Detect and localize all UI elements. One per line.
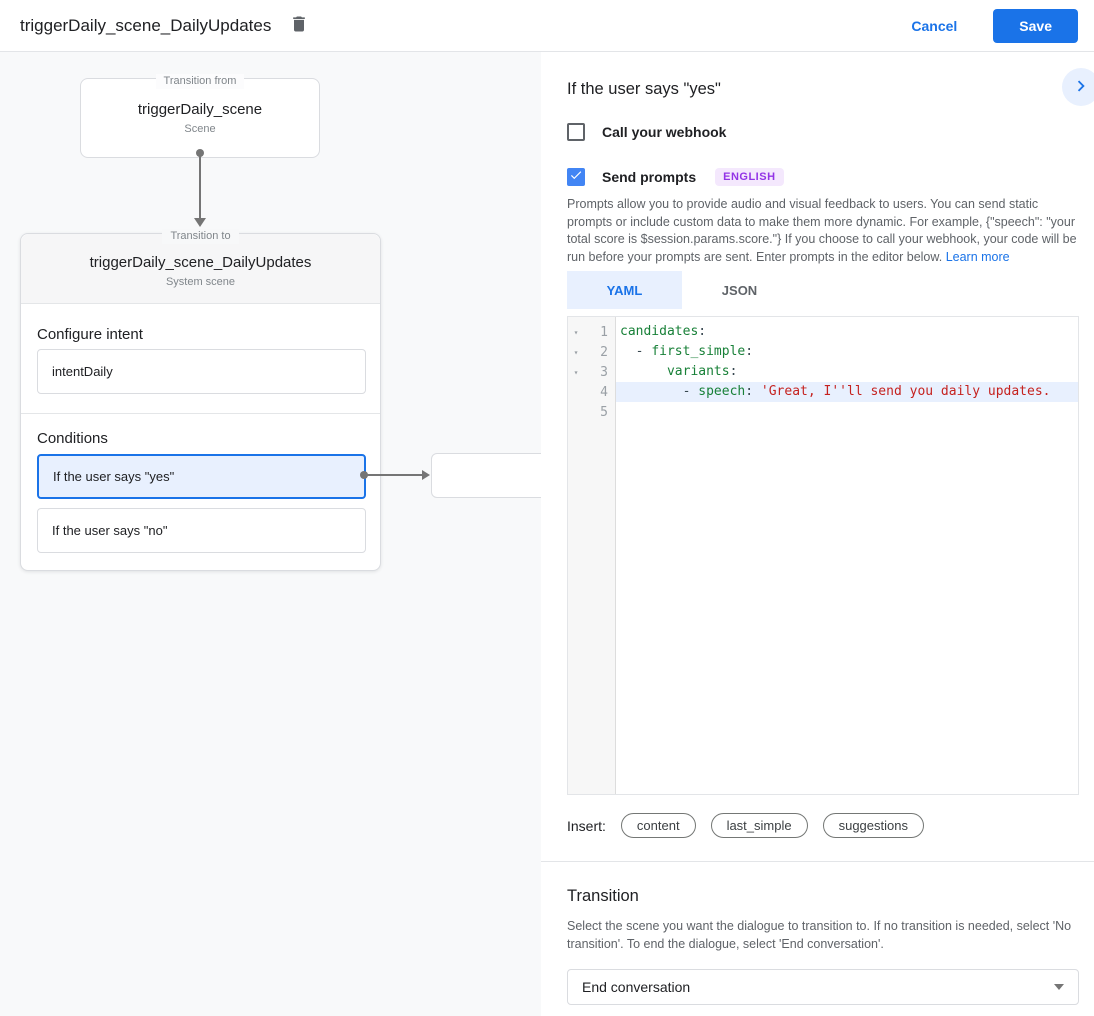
to-node-title: triggerDaily_scene_DailyUpdates	[89, 254, 312, 271]
gutter-row: 5	[568, 402, 615, 422]
code-line[interactable]: candidates:	[616, 322, 1078, 342]
transition-section-title: Transition	[567, 887, 639, 905]
code-lines[interactable]: candidates: - first_simple: variants: - …	[616, 317, 1078, 794]
save-button[interactable]: Save	[993, 8, 1078, 43]
gutter-row: 4	[568, 382, 615, 402]
from-node-subtitle: Scene	[184, 123, 216, 135]
configure-intent-label: Configure intent	[37, 326, 143, 343]
line-number: 3	[600, 364, 608, 380]
line-number: 5	[600, 404, 608, 420]
scene-card-header: triggerDaily_scene_DailyUpdates System s…	[21, 234, 380, 304]
condition-editor-panel: If the user says "yes" Call your webhook…	[541, 52, 1094, 1016]
webhook-label: Call your webhook	[602, 124, 727, 140]
insert-chip-suggestions[interactable]: suggestions	[822, 813, 924, 838]
connector-line-vertical	[199, 156, 201, 218]
code-token-plain: :	[729, 364, 738, 379]
transition-target-node[interactable]	[431, 453, 541, 498]
code-token-plain: -	[620, 344, 652, 359]
code-token-plain	[620, 364, 667, 379]
transition-dropdown[interactable]: End conversation	[567, 969, 1079, 1005]
main-content: Transition from triggerDaily_scene Scene…	[0, 52, 1094, 1016]
code-token-key: speech	[698, 384, 746, 399]
transition-from-node[interactable]: Transition from triggerDaily_scene Scene	[80, 74, 320, 158]
cancel-button[interactable]: Cancel	[903, 10, 965, 42]
line-number: 4	[600, 384, 608, 400]
arrow-down-icon	[194, 218, 206, 227]
checkmark-icon	[569, 168, 583, 187]
line-number: 1	[600, 324, 608, 340]
transition-description: Select the scene you want the dialogue t…	[567, 919, 1072, 951]
fold-arrow-icon[interactable]: ▾	[573, 367, 579, 377]
line-number: 2	[600, 344, 608, 360]
topbar: triggerDaily_scene_DailyUpdates Cancel S…	[0, 0, 1094, 52]
send-prompts-row: Send prompts ENGLISH	[567, 168, 784, 186]
code-token-key: variants	[666, 364, 730, 379]
code-line[interactable]: variants:	[616, 362, 1078, 382]
code-token-plain: :	[745, 344, 754, 359]
condition-item-yes[interactable]: If the user says "yes"	[37, 454, 366, 499]
tab-json[interactable]: JSON	[682, 271, 797, 309]
insert-label: Insert:	[567, 817, 606, 834]
chevron-right-icon	[1070, 75, 1092, 100]
code-token-plain: :	[745, 384, 761, 399]
insert-row: Insert: content last_simple suggestions	[567, 813, 924, 838]
code-token-plain: :	[698, 324, 707, 339]
learn-more-link[interactable]: Learn more	[945, 249, 1010, 264]
to-node-subtitle: System scene	[165, 276, 236, 288]
trash-icon	[289, 14, 309, 37]
gutter-row[interactable]: ▾2	[568, 342, 615, 362]
prompts-description-text: Prompts allow you to provide audio and v…	[567, 197, 1077, 264]
editor-format-tabs: YAML JSON	[567, 271, 797, 309]
insert-chip-content[interactable]: content	[620, 813, 696, 838]
code-token-key: candidates	[620, 324, 699, 339]
gutter-row[interactable]: ▾3	[568, 362, 615, 382]
code-token-string: 'Great, I''ll send you daily updates.	[760, 384, 1051, 399]
condition-title: If the user says "yes"	[567, 80, 721, 98]
connector-dot	[196, 149, 204, 157]
prompts-description: Prompts allow you to provide audio and v…	[567, 196, 1080, 266]
code-token-key: first_simple	[651, 344, 746, 359]
send-prompts-label: Send prompts	[602, 169, 697, 185]
send-prompts-checkbox[interactable]	[567, 168, 585, 186]
page-title: triggerDaily_scene_DailyUpdates	[20, 15, 272, 35]
section-divider	[541, 861, 1094, 862]
language-badge: ENGLISH	[715, 168, 784, 186]
transition-from-legend: Transition from	[81, 71, 319, 89]
transition-to-card: Transition to triggerDaily_scene_DailyUp…	[20, 229, 381, 571]
delete-scene-button[interactable]	[289, 14, 309, 37]
conditions-label: Conditions	[37, 430, 108, 447]
code-line[interactable]	[616, 402, 1078, 422]
intent-item[interactable]: intentDaily	[37, 349, 366, 394]
arrow-right-icon	[422, 470, 430, 480]
from-node-title: triggerDaily_scene	[137, 101, 263, 118]
webhook-row: Call your webhook	[567, 123, 726, 141]
dropdown-caret-icon	[1054, 984, 1064, 990]
fold-arrow-icon[interactable]: ▾	[573, 327, 579, 337]
insert-chip-last-simple[interactable]: last_simple	[710, 813, 808, 838]
condition-item-no[interactable]: If the user says "no"	[37, 508, 366, 553]
code-line[interactable]: - first_simple:	[616, 342, 1078, 362]
code-line[interactable]: - speech: 'Great, I''ll send you daily u…	[616, 382, 1078, 402]
tab-yaml[interactable]: YAML	[567, 271, 682, 309]
code-token-plain: -	[620, 384, 699, 399]
connector-line-horizontal	[366, 474, 422, 476]
card-divider	[21, 413, 380, 414]
condition-connector-dot	[360, 471, 368, 479]
scene-diagram-panel: Transition from triggerDaily_scene Scene…	[0, 52, 541, 1016]
fold-arrow-icon[interactable]: ▾	[573, 347, 579, 357]
transition-dropdown-value: End conversation	[582, 979, 691, 995]
webhook-checkbox[interactable]	[567, 123, 585, 141]
gutter-row[interactable]: ▾1	[568, 322, 615, 342]
collapse-panel-button[interactable]	[1062, 68, 1094, 106]
